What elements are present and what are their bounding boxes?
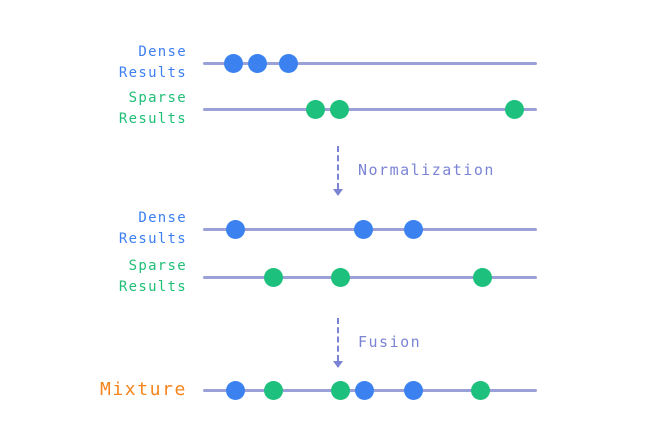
result-dot-sparse — [330, 267, 350, 287]
label-mixture: Mixture — [30, 379, 187, 401]
arrow-label-fusion: Fusion — [358, 333, 422, 351]
result-dot-dense — [225, 219, 245, 239]
arrow-down-icon — [333, 361, 343, 368]
result-dot-dense — [403, 380, 423, 400]
result-dot-sparse — [263, 267, 283, 287]
result-dot-sparse — [504, 99, 524, 119]
label-line: Results — [118, 111, 187, 127]
label-sparse-original: Sparse Results — [30, 88, 187, 130]
label-line: Mixture — [99, 379, 187, 400]
result-dot-dense — [354, 380, 374, 400]
arrow-down-icon — [333, 189, 343, 196]
line-dense-original — [203, 53, 537, 73]
label-sparse-normalized: Sparse Results — [30, 256, 187, 298]
result-dot-sparse — [472, 267, 492, 287]
result-dot-dense — [223, 53, 243, 73]
line-sparse-original — [203, 99, 537, 119]
result-dot-dense — [278, 53, 298, 73]
label-line: Results — [118, 65, 187, 81]
label-line: Results — [118, 231, 187, 247]
result-dot-sparse — [305, 99, 325, 119]
label-line: Dense — [138, 210, 187, 226]
line-sparse-normalized — [203, 267, 537, 287]
arrow-normalization — [333, 146, 343, 196]
result-dot-sparse — [263, 380, 283, 400]
result-dot-dense — [225, 380, 245, 400]
label-line: Sparse — [128, 90, 187, 106]
label-line: Dense — [138, 44, 187, 60]
line-mixture — [203, 380, 537, 400]
label-dense-original: Dense Results — [30, 42, 187, 84]
result-dot-sparse — [470, 380, 490, 400]
label-dense-normalized: Dense Results — [30, 208, 187, 250]
label-line: Sparse — [128, 258, 187, 274]
result-dot-sparse — [330, 380, 350, 400]
line-dense-normalized — [203, 219, 537, 239]
arrow-label-normalization: Normalization — [358, 161, 495, 179]
result-dot-dense — [403, 219, 423, 239]
result-dot-dense — [247, 53, 267, 73]
label-line: Results — [118, 279, 187, 295]
arrow-fusion — [333, 318, 343, 368]
result-dot-dense — [353, 219, 373, 239]
result-dot-sparse — [329, 99, 349, 119]
